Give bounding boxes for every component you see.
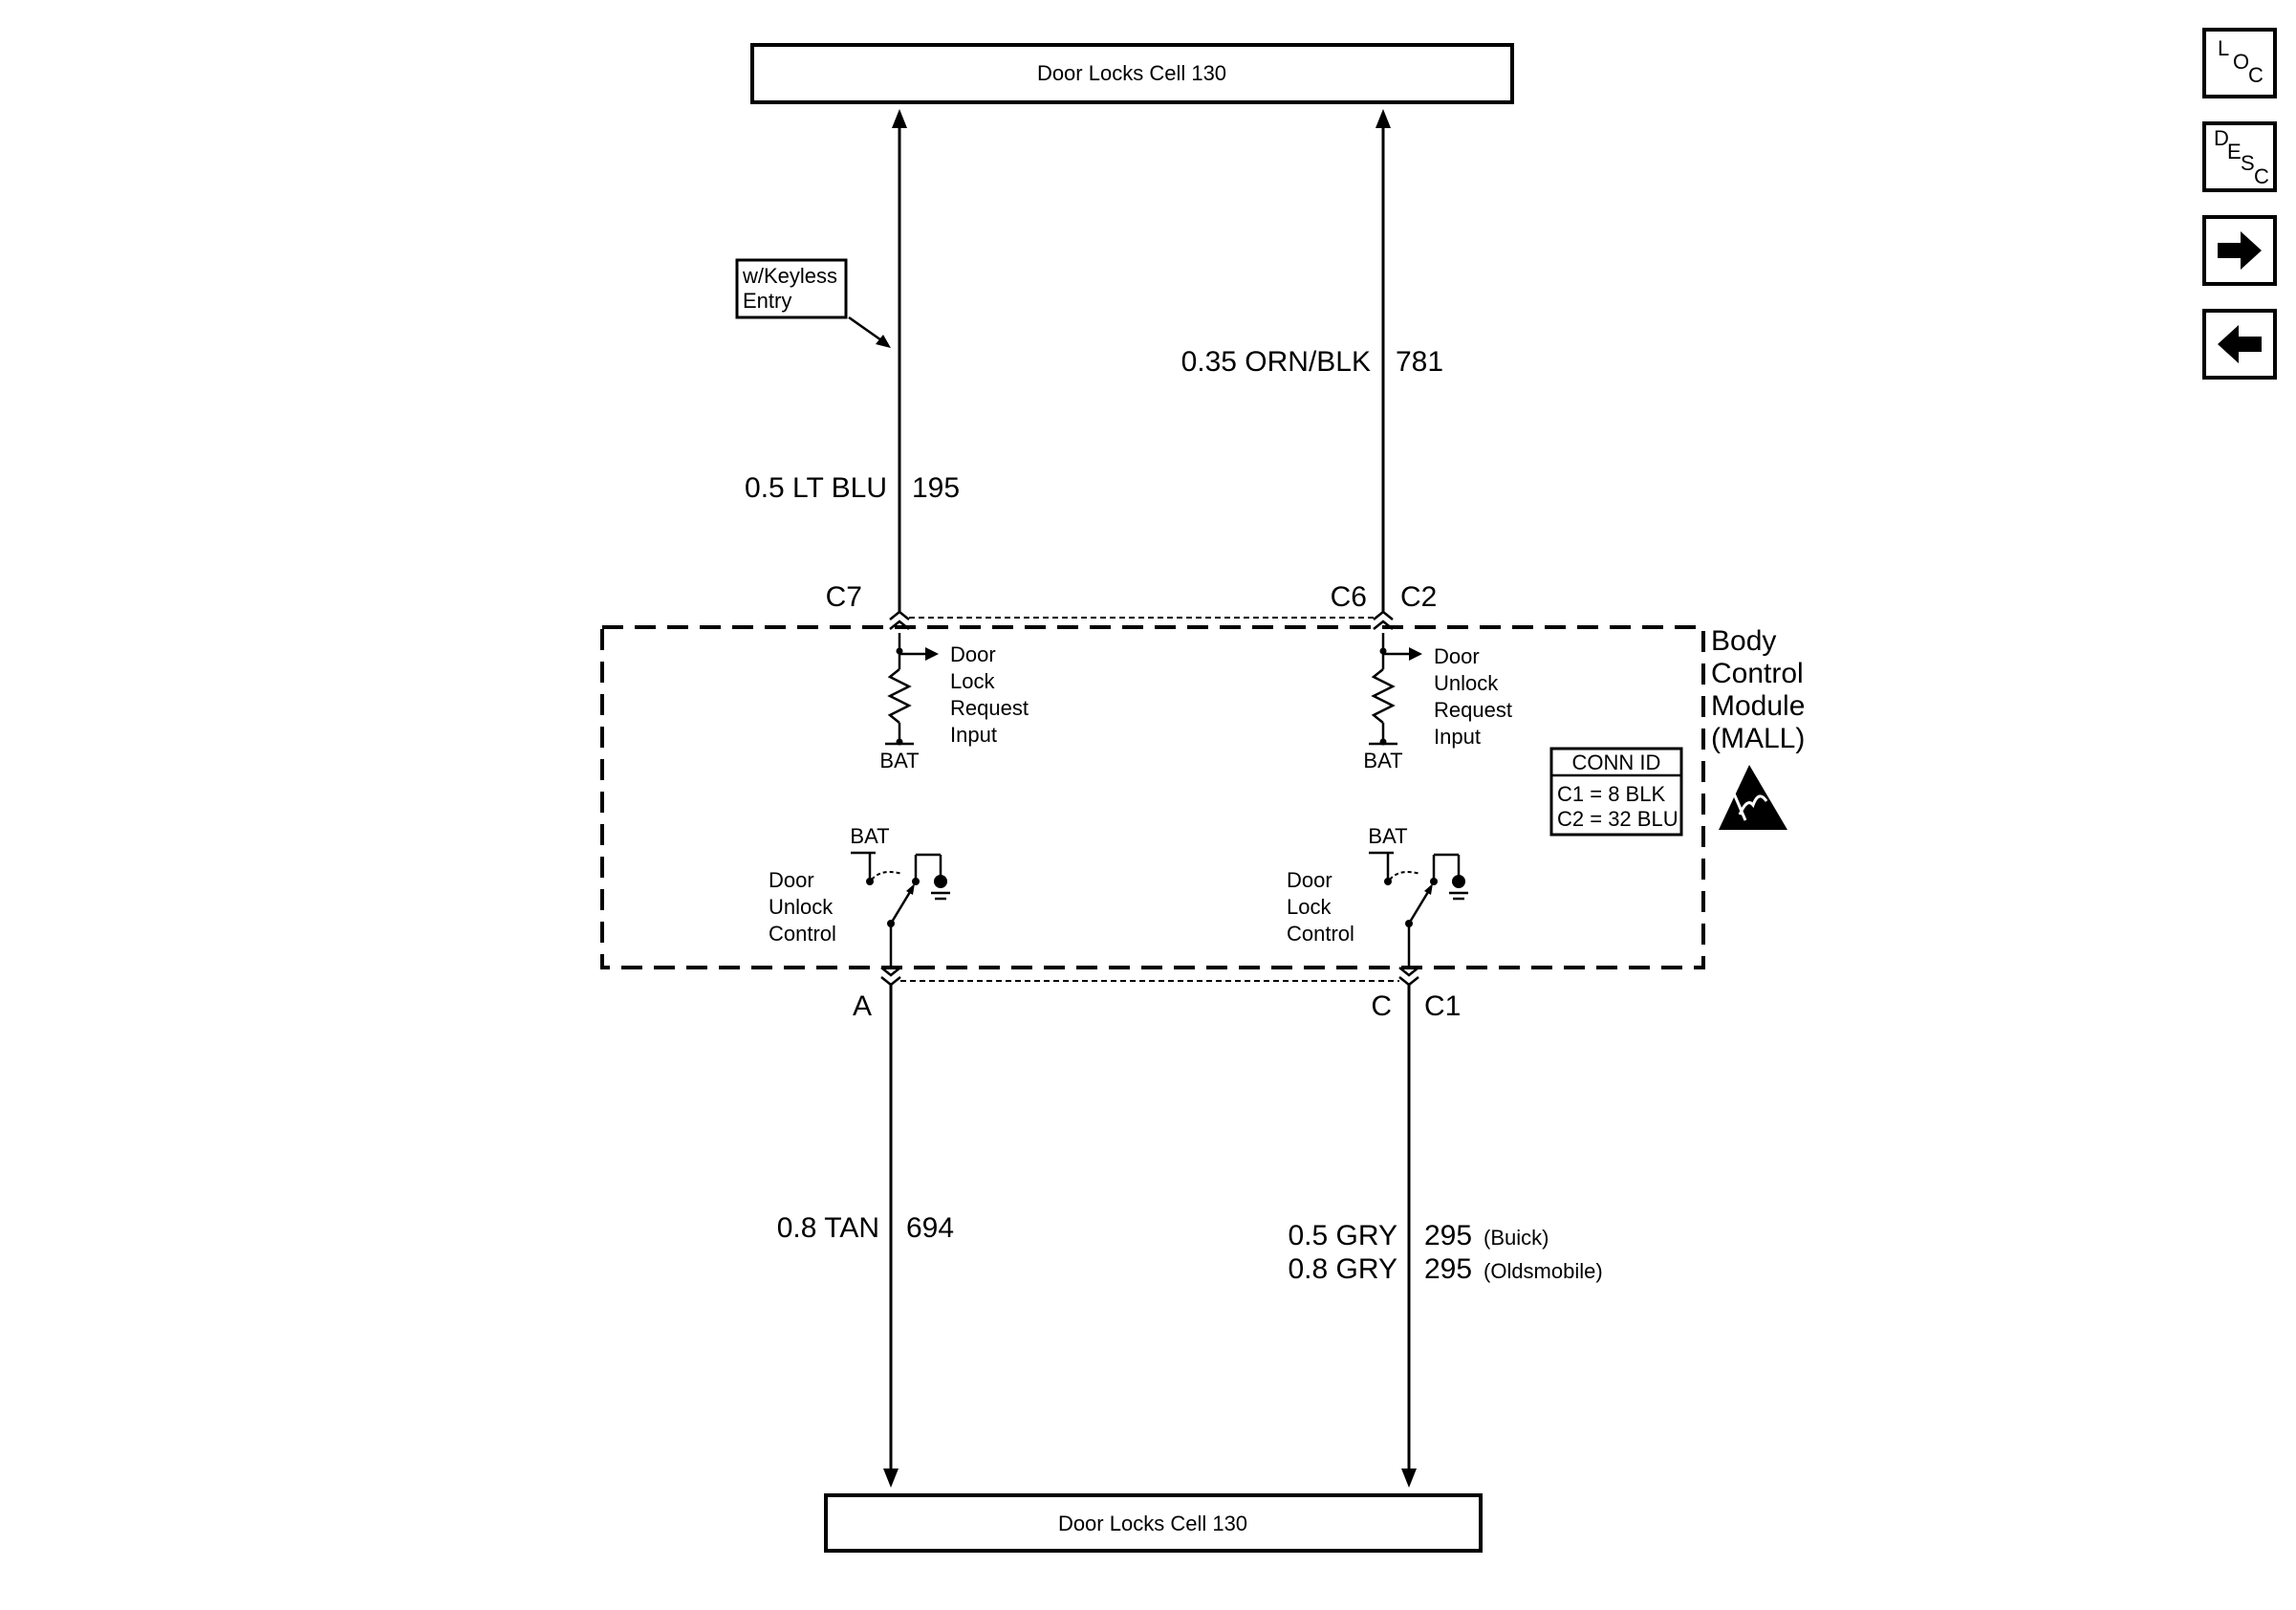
pin-a: A bbox=[853, 990, 872, 1022]
wire-left-lower: 0.8 TAN 694 bbox=[777, 985, 954, 1488]
svg-text:Request: Request bbox=[1434, 698, 1512, 722]
pin-c6: C6 bbox=[1331, 581, 1367, 613]
svg-text:Input: Input bbox=[950, 723, 997, 747]
conn-id-title: CONN ID bbox=[1572, 751, 1661, 774]
arrow-left-icon bbox=[2218, 325, 2262, 363]
svg-text:Body: Body bbox=[1711, 625, 1776, 657]
door-lock-control: BAT Door Lock Control bbox=[1287, 824, 1468, 966]
svg-text:O: O bbox=[2233, 50, 2249, 74]
wire-295-gauge-olds: 0.8 GRY bbox=[1288, 1253, 1397, 1285]
body-control-module: Body Control Module (MALL) bbox=[600, 625, 1805, 969]
loc-button[interactable]: L O C bbox=[2202, 28, 2277, 98]
pin-c: C bbox=[1371, 990, 1392, 1022]
svg-text:Unlock: Unlock bbox=[769, 895, 834, 919]
desc-button[interactable]: D E S C bbox=[2202, 121, 2277, 192]
wire-195-circuit: 195 bbox=[912, 472, 960, 504]
wire-694-circuit: 694 bbox=[906, 1212, 954, 1244]
pin-c7: C7 bbox=[826, 581, 862, 613]
svg-text:BAT: BAT bbox=[1363, 749, 1402, 772]
pin-c2: C2 bbox=[1400, 581, 1437, 613]
wire-295-note-buick: (Buick) bbox=[1484, 1226, 1549, 1250]
svg-text:Control: Control bbox=[769, 922, 836, 946]
top-cell-label: Door Locks Cell 130 bbox=[1037, 61, 1226, 85]
svg-text:Lock: Lock bbox=[950, 669, 995, 693]
bottom-cell-box[interactable]: Door Locks Cell 130 bbox=[824, 1493, 1483, 1553]
wire-295-note-olds: (Oldsmobile) bbox=[1484, 1259, 1603, 1283]
svg-text:C: C bbox=[2248, 63, 2264, 87]
svg-text:Lock: Lock bbox=[1287, 895, 1332, 919]
conn-id-box: CONN ID C1 = 8 BLK C2 = 32 BLU bbox=[1549, 747, 1683, 837]
svg-text:S: S bbox=[2241, 151, 2255, 175]
wire-right-lower: 0.5 GRY 295 (Buick) 0.8 GRY 295 (Oldsmob… bbox=[1288, 985, 1603, 1488]
wire-295-circuit-olds: 295 bbox=[1424, 1253, 1472, 1285]
conn-id-row2: C2 = 32 BLU bbox=[1557, 807, 1679, 831]
svg-text:Entry: Entry bbox=[743, 289, 791, 313]
wire-195-gauge: 0.5 LT BLU bbox=[745, 472, 887, 504]
esd-warning-icon bbox=[1719, 765, 1787, 830]
bottom-cell-label: Door Locks Cell 130 bbox=[1058, 1512, 1247, 1535]
arrow-right-icon bbox=[2218, 231, 2262, 270]
wire-781-gauge: 0.35 ORN/BLK bbox=[1181, 346, 1371, 378]
door-unlock-control: BAT Door Unlock Control bbox=[769, 824, 950, 966]
svg-text:Door: Door bbox=[1434, 644, 1480, 668]
connector-bottom bbox=[880, 967, 1419, 987]
svg-text:C: C bbox=[2254, 164, 2269, 188]
wire-781-circuit: 781 bbox=[1396, 346, 1443, 378]
top-cell-box[interactable]: Door Locks Cell 130 bbox=[750, 43, 1514, 104]
next-button[interactable] bbox=[2202, 215, 2277, 286]
svg-text:Door: Door bbox=[1287, 868, 1332, 892]
svg-text:Door: Door bbox=[950, 642, 996, 666]
prev-button[interactable] bbox=[2202, 309, 2277, 380]
svg-text:(MALL): (MALL) bbox=[1711, 723, 1805, 754]
keyless-entry-note: w/Keyless Entry bbox=[735, 258, 891, 348]
svg-text:D: D bbox=[2214, 126, 2229, 150]
svg-text:Module: Module bbox=[1711, 690, 1805, 722]
svg-text:BAT: BAT bbox=[1368, 824, 1407, 848]
svg-text:Control: Control bbox=[1711, 658, 1804, 689]
svg-text:BAT: BAT bbox=[879, 749, 919, 772]
door-unlock-request-input: BAT Door Unlock Request Input bbox=[1363, 633, 1512, 772]
svg-text:E: E bbox=[2227, 140, 2242, 163]
wire-295-circuit-buick: 295 bbox=[1424, 1220, 1472, 1251]
svg-text:Control: Control bbox=[1287, 922, 1354, 946]
door-lock-request-input: BAT Door Lock Request Input bbox=[879, 633, 1029, 772]
wire-left-upper: 0.5 LT BLU 195 bbox=[745, 109, 960, 612]
wire-694-gauge: 0.8 TAN bbox=[777, 1212, 879, 1244]
conn-id-row1: C1 = 8 BLK bbox=[1557, 782, 1665, 806]
svg-text:Input: Input bbox=[1434, 725, 1481, 749]
svg-text:Request: Request bbox=[950, 696, 1029, 720]
svg-text:Door: Door bbox=[769, 868, 814, 892]
pin-c1: C1 bbox=[1424, 990, 1461, 1022]
svg-text:Unlock: Unlock bbox=[1434, 671, 1499, 695]
svg-text:L: L bbox=[2218, 36, 2229, 60]
svg-text:BAT: BAT bbox=[850, 824, 889, 848]
wire-right-upper: 0.35 ORN/BLK 781 bbox=[1181, 109, 1443, 612]
svg-text:w/Keyless: w/Keyless bbox=[742, 264, 837, 288]
wire-295-gauge-buick: 0.5 GRY bbox=[1288, 1220, 1397, 1251]
